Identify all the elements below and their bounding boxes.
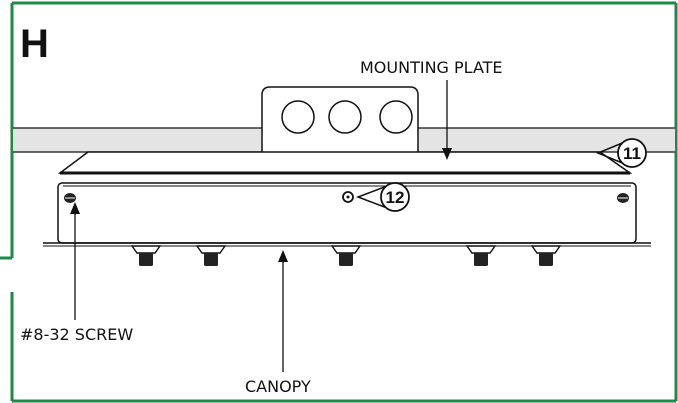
knockout-hole	[281, 100, 315, 134]
panel-letter: H	[20, 22, 49, 66]
center-screw	[342, 191, 354, 203]
canopy-label: CANOPY	[245, 377, 311, 396]
mounting-plate	[57, 151, 633, 175]
mounting-plate-label: MOUNTING PLATE	[360, 58, 503, 77]
mounting-plate-arrow	[442, 80, 452, 160]
callout-12: 12	[355, 182, 410, 212]
callout-number: 11	[623, 144, 641, 163]
side-screw-right	[617, 193, 629, 203]
side-screw-left	[64, 193, 76, 203]
canopy-arrow	[278, 250, 288, 372]
lamp-socket	[130, 245, 162, 266]
screw-label: #8-32 SCREW	[20, 325, 133, 344]
callout-number: 12	[386, 188, 405, 207]
lamp-socket	[465, 245, 497, 266]
junction-box	[261, 86, 419, 152]
knockout-hole	[328, 100, 362, 134]
lamp-socket	[195, 245, 227, 266]
knockout-hole	[379, 100, 413, 134]
lamp-socket	[330, 245, 362, 266]
callout-11: 11	[596, 138, 647, 168]
lamp-socket	[530, 245, 562, 266]
screw-arrow	[70, 202, 80, 320]
